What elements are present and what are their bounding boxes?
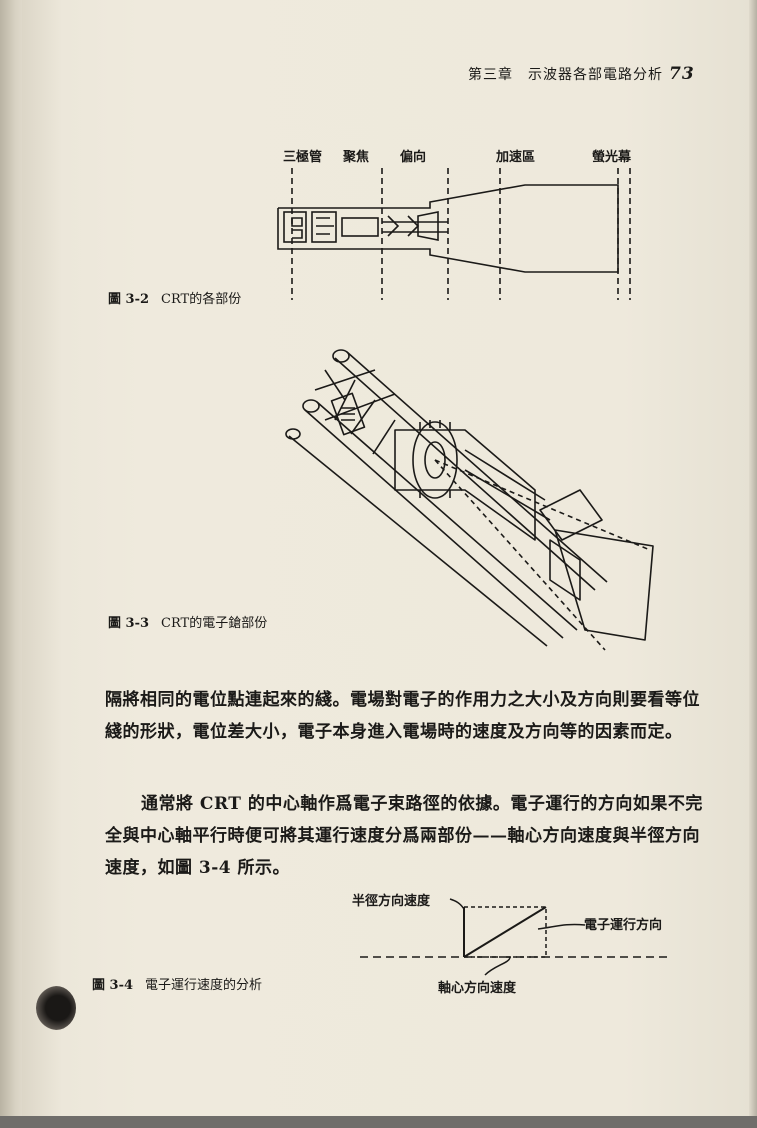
fig32-caption: 圖 3-2 CRT的各部份 [108,288,241,307]
fig34-label-direction: 電子運行方向 [584,918,663,933]
running-header: 第三章 示波器各部電路分析 73 [468,64,695,84]
fig34-caption: 圖 3-4 電子運行速度的分析 [92,974,262,993]
fig32-label-acceleration: 加速區 [496,150,536,165]
page-number: 73 [669,64,695,84]
fig32-label-deflection: 偏向 [400,150,427,165]
page-edge [749,0,757,1128]
fig32-crt-diagram [277,168,631,300]
body-paragraph-1: 隔將相同的電位點連起來的綫。電場對電子的作用力之大小及方向則要看等位綫的形狀，電… [105,690,700,742]
fig33-caption: 圖 3-3 CRT的電子鎗部份 [108,612,267,631]
fig34-label-radial: 半徑方向速度 [352,894,431,909]
scan-bottom-band [0,1116,757,1128]
fig32-label-screen: 螢光幕 [592,150,632,165]
binder-hole [36,986,76,1030]
fig33-caption-text: CRT的電子鎗部份 [161,616,268,631]
fig34-label-axial: 軸心方向速度 [438,981,517,996]
fig32-label-focus: 聚焦 [343,150,370,165]
fig33-electron-gun-drawing [285,349,654,651]
fig32-caption-text: CRT的各部份 [161,292,242,307]
fig32-label-triode: 三極管 [283,150,323,165]
book-spine-shadow [0,0,26,1128]
fig33-caption-number: 圖 3-3 [108,616,150,631]
fig34-velocity-diagram [360,898,670,976]
fig34-caption-text: 電子運行速度的分析 [145,978,263,993]
fig34-caption-number: 圖 3-4 [92,978,134,993]
fig32-caption-number: 圖 3-2 [108,292,150,307]
body-paragraph-2: 通常將 CRT 的中心軸作爲電子束路徑的依據。電子運行的方向如果不完全與中心軸平… [105,794,703,878]
book-page [22,0,750,1118]
chapter-title: 第三章 示波器各部電路分析 [468,67,663,83]
